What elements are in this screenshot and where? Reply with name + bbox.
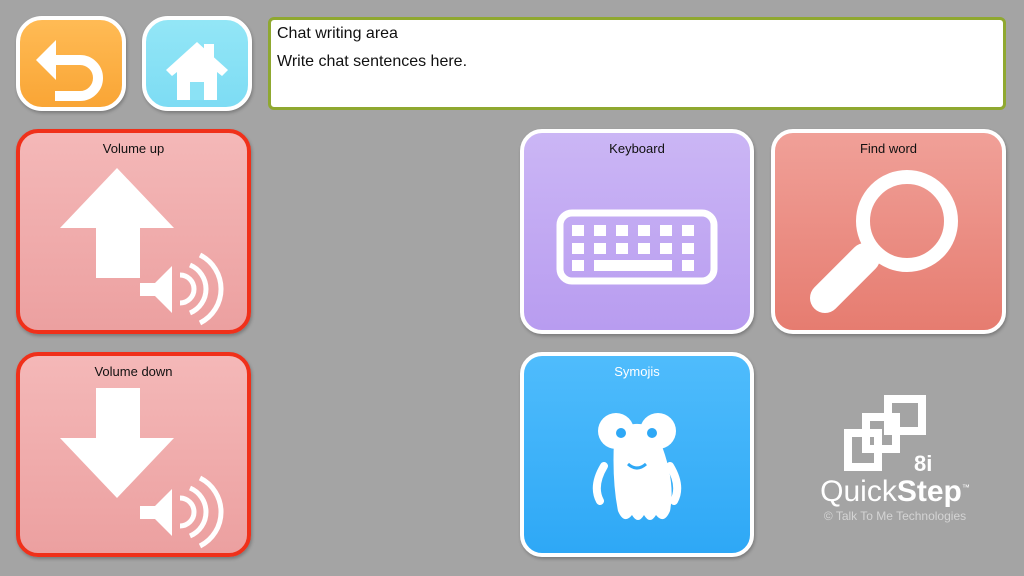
symoji-character-icon [592, 413, 682, 520]
chat-placeholder: Write chat sentences here. [277, 53, 468, 70]
volume-up-icon [60, 168, 224, 326]
volume-down-label: Volume down [94, 364, 173, 379]
chat-writing-area[interactable]: Chat writing area Write chat sentences h… [268, 17, 1006, 110]
keyboard-label: Keyboard [609, 141, 665, 156]
logo-tm: ™ [961, 483, 970, 492]
logo-version: 8i [914, 451, 933, 476]
volume-up-label: Volume up [102, 141, 165, 156]
find-word-label: Find word [859, 141, 918, 156]
volume-up-button[interactable]: Volume up [16, 129, 251, 334]
copyright: © Talk To Me Technologies [823, 509, 967, 523]
logo-name-step: Step [896, 475, 962, 508]
keyboard-icon [556, 209, 718, 285]
volume-down-icon [60, 388, 224, 549]
back-button[interactable] [16, 16, 126, 111]
symojis-label: Symojis [614, 364, 660, 379]
home-button[interactable] [142, 16, 252, 111]
find-word-button[interactable]: Find word [771, 129, 1006, 334]
chat-title: Chat writing area [277, 25, 398, 42]
volume-down-button[interactable]: Volume down [16, 352, 251, 557]
symojis-button[interactable]: Symojis [520, 352, 754, 557]
logo-name-quick: Quick [820, 475, 897, 508]
magnifier-icon [810, 170, 958, 313]
quickstep-logo: 8i QuickStep™ © Talk To Me Technologies [810, 395, 980, 523]
undo-arrow-icon [36, 40, 103, 101]
keyboard-button[interactable]: Keyboard [520, 129, 754, 334]
home-icon [166, 42, 228, 100]
logo-squares-icon [844, 395, 926, 471]
